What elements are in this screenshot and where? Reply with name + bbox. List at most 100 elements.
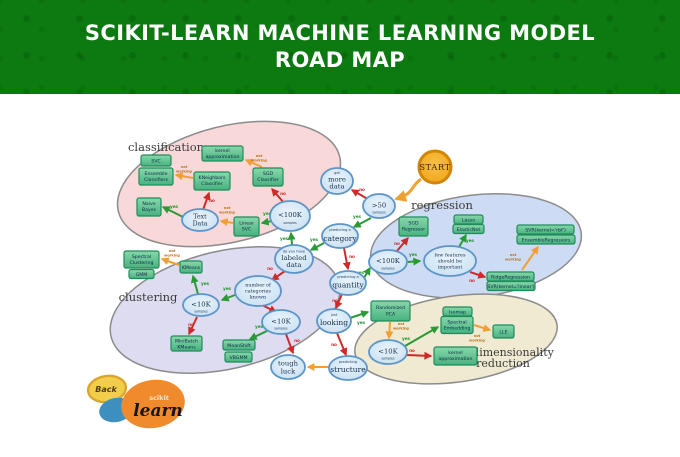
edge-label: working (251, 159, 267, 163)
edge-label: not (181, 165, 188, 169)
estimator-label: Regressor (402, 227, 425, 233)
node-label: <10K (271, 318, 291, 326)
estimator-label: Lasso (462, 218, 475, 224)
region-label-clustering: clustering (119, 290, 178, 304)
edge-label: no (349, 254, 355, 259)
node-label: data (286, 261, 301, 269)
node-label: <100K (376, 257, 401, 265)
edge-label: yes (310, 237, 319, 242)
estimator-label: Spectral (447, 320, 466, 326)
edge-fewfeatures-yes (458, 233, 467, 248)
edge-label: yes (280, 236, 289, 241)
estimator-label: Isomap (449, 310, 466, 316)
estimator-ensemble-classifiers-box: Ensemble Classifiers (138, 167, 174, 186)
estimator-label: approximation (206, 154, 240, 160)
edge-label: yes (255, 324, 264, 329)
edge-gt50-no (350, 189, 367, 199)
estimator-label: PCA (386, 312, 396, 318)
estimator-label: KMeans (177, 345, 196, 351)
region-label-classification: classification (128, 140, 205, 154)
estimator-label: Naive (142, 201, 155, 207)
node-labeled-data: do you have labeled data (274, 244, 314, 274)
estimator-lasso-box: Lasso (453, 214, 484, 225)
edge-textdata-yes (161, 206, 184, 218)
edge-label: no (469, 278, 475, 283)
node-label: samples (372, 211, 386, 215)
estimator-spectral-clustering-box: Spectral Clustering (123, 250, 160, 269)
edge-label: no (209, 198, 215, 203)
estimator-ridge-regression-box: RidgeRegression (486, 271, 535, 282)
estimator-spectral-embedding-box: Spectral Embedding (440, 315, 474, 335)
node-label: looking (320, 318, 348, 327)
estimator-label: ElasticNet (457, 227, 481, 233)
node-label: get (334, 171, 340, 175)
node-label: samples (194, 310, 208, 314)
region-label-dimred-line1: dimensionality (472, 346, 554, 359)
estimator-label: Ensemble (145, 171, 168, 177)
edge-10k-right-no (285, 333, 295, 355)
node-label: labeled (281, 254, 307, 262)
edge-kmeans-notworking (160, 257, 180, 266)
edge-gt50-yes (352, 217, 372, 228)
node-label: number of (245, 283, 272, 289)
node-label: predicting a (337, 275, 358, 279)
node-label: predicting a (329, 228, 350, 232)
estimator-label: SVC (151, 159, 161, 165)
node-label: >50 (372, 202, 386, 210)
edge-10k-left-yes (190, 274, 199, 295)
region-label-regression: regression (411, 198, 473, 212)
header-banner: SCIKIT-LEARN MACHINE LEARNING MODEL ROAD… (0, 0, 680, 94)
node-gt50-samples: >50 samples (362, 193, 396, 219)
region-label-dimred-line2: reduction (476, 357, 530, 370)
estimator-label: approximation (439, 356, 473, 362)
estimator-label: SVR(kernel='rbf') (525, 228, 566, 234)
edge-label-layer: no yes yes no yes no yes no yes no yes n… (164, 154, 521, 353)
node-label: samples (381, 357, 395, 361)
node-text-data: Text Data (181, 208, 219, 232)
edge-label: yes (263, 211, 272, 216)
edge-label: yes (353, 214, 362, 219)
edge-fewfeatures-no (469, 271, 487, 279)
edge-label: no (267, 266, 273, 271)
node-label: Data (193, 221, 208, 228)
edge-label: working (393, 327, 409, 331)
edge-10k-right-yes (248, 330, 268, 340)
node-label: samples (381, 267, 395, 271)
node-10k-samples-clustering-a: <10K samples (182, 293, 220, 317)
edge-label: not (224, 206, 231, 210)
title-line2: ROAD MAP (274, 48, 406, 72)
estimator-label: kernel (448, 350, 462, 356)
edge-label: no (188, 322, 194, 327)
estimator-label: VBGMM (229, 355, 247, 361)
estimator-label: Classifiers (144, 177, 168, 183)
node-few-features: few features should be important (423, 245, 477, 277)
edge-labeleddata-no (270, 270, 286, 281)
estimator-label: Bayes (142, 207, 157, 213)
node-label: predicting (339, 360, 357, 364)
estimator-label: SGD (408, 221, 419, 227)
node-label: more (328, 176, 346, 184)
edge-label: working (505, 258, 521, 262)
node-100k-samples-regression: <100K samples (368, 249, 408, 275)
node-tough-luck: tough luck (270, 354, 306, 380)
estimator-label: kernel (215, 148, 229, 154)
node-label: <10K (378, 348, 398, 356)
node-label: tough (278, 360, 299, 368)
edge-justlooking-no (336, 332, 348, 357)
node-predicting-structure: predicting structure (328, 355, 368, 381)
node-label: important (438, 265, 463, 271)
estimator-label: KMeans (182, 265, 201, 271)
edge-sgdcls-notworking (244, 159, 263, 168)
estimator-label: LLE (499, 330, 507, 336)
region-regression-blob (369, 193, 583, 299)
edge-10k-dim-no (406, 351, 433, 360)
edge-label: no (331, 342, 337, 347)
edge-label: no (294, 338, 300, 343)
node-label: known (250, 295, 267, 301)
edge-label: no (332, 298, 338, 303)
node-label: samples (283, 221, 297, 225)
estimator-sgd-regressor-box: SGD Regressor (398, 216, 429, 237)
estimator-label: GMM (136, 272, 148, 278)
edge-category-yes (309, 242, 325, 251)
node-label: structure (330, 365, 366, 374)
